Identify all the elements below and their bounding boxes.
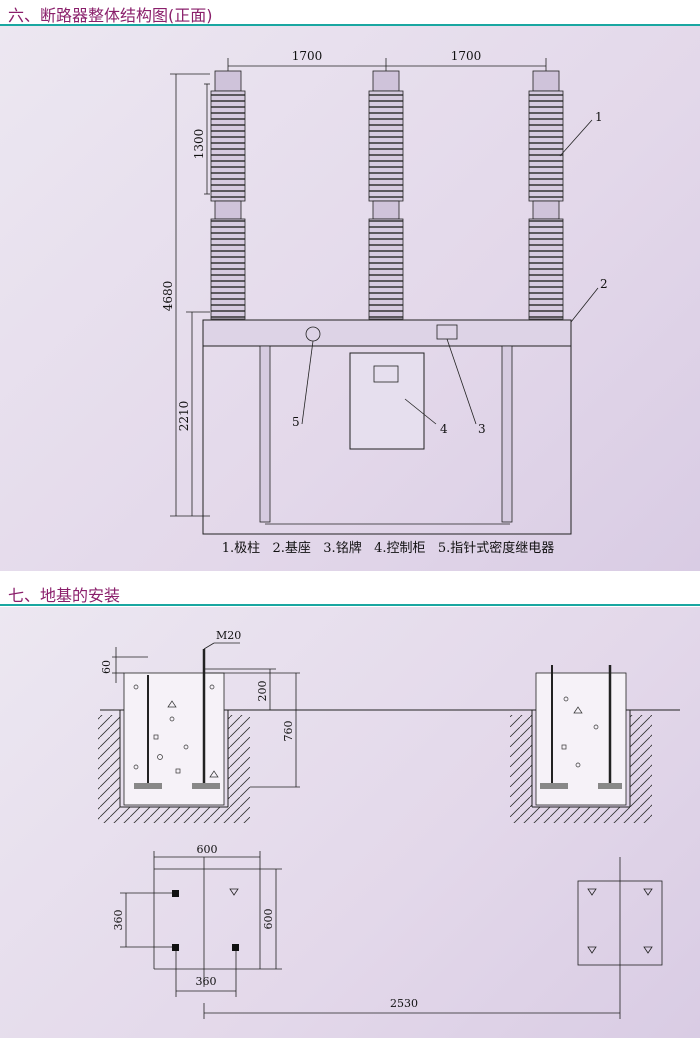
- dim-label-760: 760: [282, 721, 295, 742]
- foundation-diagram-panel: 60 M20 200 760: [0, 607, 700, 1038]
- marker-triangle: [229, 888, 239, 896]
- left-plan-view: [120, 851, 282, 997]
- dim-center-distance: [203, 1003, 620, 1019]
- callout-2: 2: [600, 277, 608, 291]
- callout-leaders: [301, 119, 599, 425]
- structure-diagram-panel: 1700 1700 4680 1300 2210: [0, 26, 700, 571]
- right-foundation-pit: [510, 665, 652, 823]
- section-title-foundation: 七、地基的安装: [0, 580, 700, 606]
- dim-label-1300: 1300: [192, 129, 206, 160]
- callout-1: 1: [595, 110, 603, 124]
- callout-5: 5: [292, 415, 300, 429]
- left-foundation-pit: [98, 649, 250, 823]
- anchor-bolt-1: [172, 890, 179, 897]
- foundation-install-diagram: 60 M20 200 760: [98, 629, 680, 1019]
- pole-center: [368, 70, 404, 320]
- dim-label-2530: 2530: [390, 997, 418, 1010]
- support-leg-right: [501, 345, 513, 523]
- pole-right: [528, 70, 564, 320]
- section-title-structure: 六、断路器整体结构图(正面): [0, 0, 700, 26]
- dim-label-1700-right: 1700: [451, 49, 482, 63]
- concrete-aggregate-left: [133, 684, 219, 778]
- callout-4: 4: [440, 422, 448, 436]
- dim-label-600-side: 600: [262, 909, 275, 930]
- anchor-bolt-3: [232, 944, 239, 951]
- dim-label-360-horizontal: 360: [196, 975, 217, 988]
- base-frame: [202, 319, 572, 347]
- section-divider: [0, 24, 700, 26]
- base-outline: [202, 345, 572, 535]
- dim-label-60: 60: [100, 660, 113, 674]
- pole-left: [210, 70, 246, 320]
- dim-label-600-top: 600: [197, 843, 218, 856]
- dim-label-200: 200: [256, 681, 269, 702]
- anchor-bolt-2: [172, 944, 179, 951]
- concrete-aggregate-right: [561, 696, 599, 768]
- bolt-label-m20: M20: [216, 629, 241, 642]
- section-title-structure-text: 六、断路器整体结构图(正面): [8, 6, 213, 25]
- cabinet-window: [373, 365, 399, 383]
- breaker-front-view-diagram: 1700 1700 4680 1300 2210: [161, 49, 608, 556]
- section-divider: [0, 604, 700, 606]
- dim-label-1700-left: 1700: [292, 49, 323, 63]
- dim-label-360-vertical: 360: [112, 910, 125, 931]
- structure-legend: 1.极柱 2.基座 3.铭牌 4.控制柜 5.指针式密度继电器: [222, 540, 555, 556]
- control-cabinet: [349, 352, 425, 450]
- left-pit-dim-lines: [112, 642, 300, 788]
- section-title-foundation-text: 七、地基的安装: [8, 586, 121, 605]
- dim-label-4680: 4680: [161, 281, 175, 312]
- support-leg-left: [259, 345, 271, 523]
- right-plan-view: [577, 857, 663, 1019]
- dim-label-2210: 2210: [177, 401, 191, 432]
- dim-vertical-lines: [170, 73, 210, 517]
- callout-3: 3: [478, 422, 486, 436]
